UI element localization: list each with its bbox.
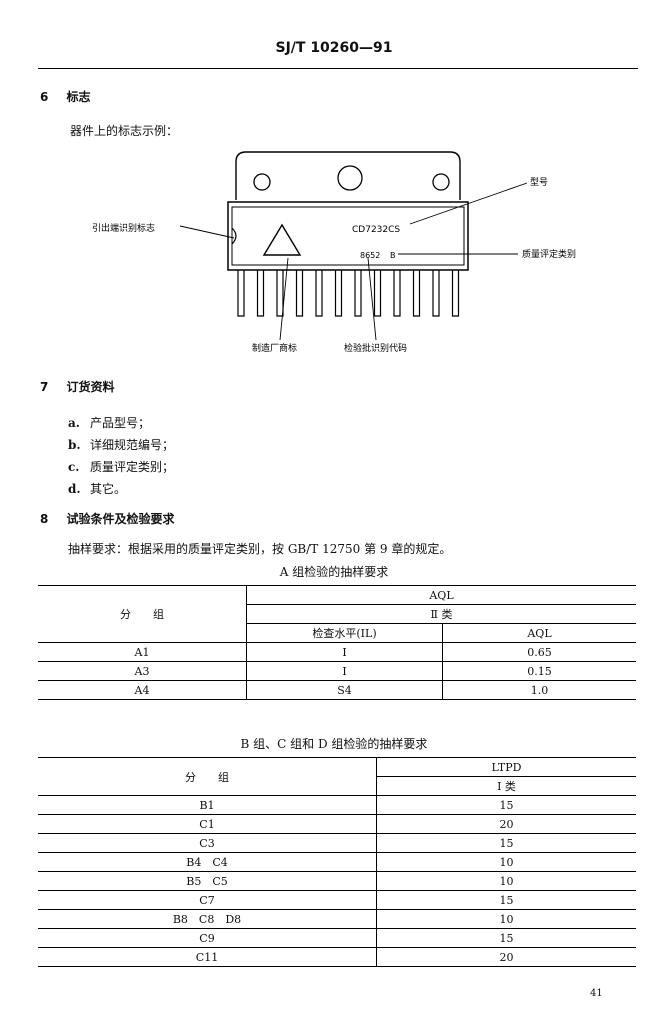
chip-pin — [373, 270, 382, 317]
table-row: A1 Ⅰ 0.65 — [38, 642, 636, 662]
leader-maker — [279, 257, 289, 341]
table-a-aql-header: AQL — [246, 585, 636, 605]
list-item: d.其它。 — [68, 482, 127, 496]
section-6-title: 标志 — [66, 90, 91, 104]
section-8-heading: 8 试验条件及检验要求 — [40, 510, 175, 527]
chip-pin — [354, 270, 362, 317]
section-6-intro: 器件上的标志示例： — [70, 124, 179, 138]
leader-pin-mark — [179, 225, 235, 239]
section-8-number: 8 — [40, 512, 49, 526]
chip-pin — [315, 270, 323, 317]
table-b-caption: B 组、C 组和 D 组检验的抽样要求 — [240, 737, 428, 751]
chip-inner-frame — [231, 206, 465, 266]
section-6-number: 6 — [40, 90, 49, 104]
table-a-class-header: Ⅱ 类 — [246, 604, 636, 624]
section-7-number: 7 — [40, 380, 49, 394]
manufacturer-logo — [262, 223, 302, 256]
chip-pin — [256, 270, 265, 317]
label-quality: 质量评定类别 — [522, 248, 576, 260]
table-a-aql-sub: AQL — [442, 623, 636, 643]
chip-pin — [393, 270, 401, 317]
label-pin-mark: 引出端识别标志 — [92, 222, 155, 234]
chip-quality-grade: B — [390, 251, 396, 260]
section-7-title: 订货资料 — [66, 380, 115, 394]
marking-diagram: CD7232CS 8652 B 型号 引出端识别标志 质量评定类别 制造厂商标 … — [92, 151, 576, 354]
chip-body — [227, 201, 469, 271]
label-maker: 制造厂商标 — [252, 342, 297, 354]
chip-pin — [334, 270, 343, 317]
heatsink-tab — [235, 151, 461, 200]
table-row: A3 Ⅰ 0.15 — [38, 661, 636, 681]
table-a: 分 组 AQL Ⅱ 类 检查水平(IL) AQL A1 Ⅰ 0.65 A3 Ⅰ … — [38, 585, 636, 700]
standard-number: SJ/T 10260—91 — [275, 40, 393, 56]
list-item: a.产品型号； — [68, 416, 151, 430]
table-b-group-header: 分 组 — [38, 757, 377, 796]
list-item: b.详细规范编号； — [68, 438, 175, 452]
table-b-ltpd-header: LTPD — [376, 757, 636, 777]
chip-pin — [276, 270, 284, 317]
page-number: 41 — [590, 988, 603, 999]
pin-row — [237, 270, 460, 317]
section-6-heading: 6 标志 — [40, 88, 91, 105]
chip-pin — [237, 270, 245, 317]
chip-pin — [451, 270, 460, 317]
chip-model-text: CD7232CS — [352, 225, 400, 235]
table-b-class-header: Ⅰ 类 — [376, 776, 636, 796]
label-batch: 检验批识别代码 — [344, 342, 407, 354]
chip-pin — [412, 270, 421, 317]
table-a-group-header: 分 组 — [38, 585, 247, 643]
leader-batch — [367, 257, 377, 341]
table-a-caption: A 组检验的抽样要求 — [279, 565, 389, 579]
chip-pin — [432, 270, 440, 317]
leader-model — [409, 182, 528, 225]
pin-notch — [231, 227, 237, 245]
order-info-list: a.产品型号； b.详细规范编号； c.质量评定类别； d.其它。 — [68, 412, 174, 500]
chip-batch-code: 8652 — [360, 251, 380, 260]
list-item: c.质量评定类别； — [68, 460, 175, 474]
section-8-title: 试验条件及检验要求 — [66, 512, 175, 526]
chip-pin — [295, 270, 304, 317]
mounting-hole-center — [337, 165, 363, 191]
header-rule — [38, 68, 638, 69]
mounting-hole-right — [432, 173, 450, 191]
label-model: 型号 — [530, 177, 548, 188]
mounting-hole-left — [253, 173, 271, 191]
section-7-heading: 7 订货资料 — [40, 378, 115, 395]
section-8-paragraph: 抽样要求：根据采用的质量评定类别，按 GB/T 12750 第 9 章的规定。 — [68, 542, 452, 556]
table-a-level-header: 检查水平(IL) — [246, 623, 443, 643]
table-row: A4 S4 1.0 — [38, 680, 636, 700]
